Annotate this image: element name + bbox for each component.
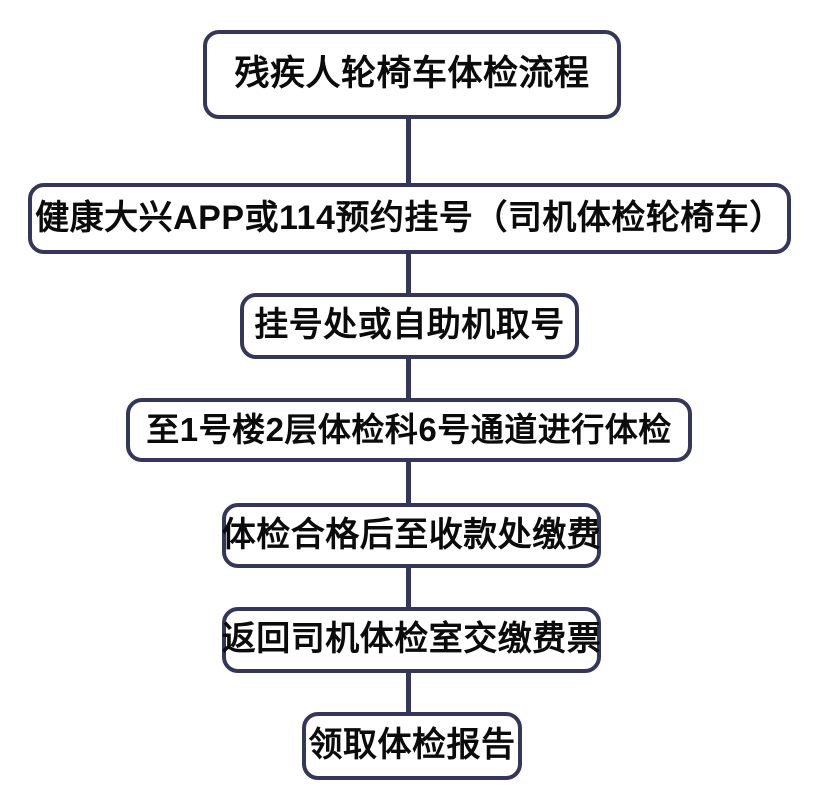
connector-line — [406, 359, 411, 398]
connector-line — [406, 119, 411, 183]
connector-line — [406, 462, 411, 503]
flow-node-appointment: 健康大兴APP或114预约挂号（司机体检轮椅车） — [28, 183, 791, 254]
flow-node-exam-location: 至1号楼2层体检科6号通道进行体检 — [126, 398, 692, 462]
connector-line — [406, 568, 411, 607]
flow-node-get-number: 挂号处或自助机取号 — [240, 293, 579, 359]
flow-node-get-report: 领取体检报告 — [302, 712, 522, 780]
flow-node-payment: 体检合格后至收款处缴费 — [222, 503, 601, 568]
connector-line — [406, 254, 411, 293]
flow-node-return-receipt: 返回司机体检室交缴费票 — [222, 607, 601, 673]
flow-node-title: 残疾人轮椅车体检流程 — [203, 30, 621, 119]
connector-line — [406, 673, 411, 712]
